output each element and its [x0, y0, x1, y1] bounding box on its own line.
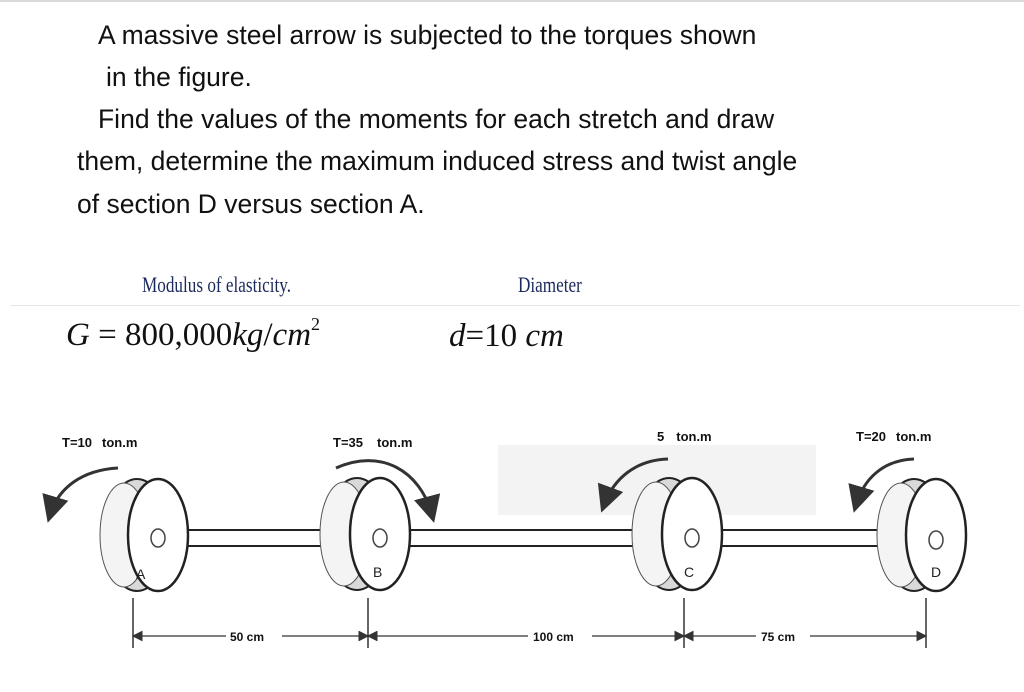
- torque-value-a: 10: [78, 435, 92, 450]
- diameter-formula: d=10 cm: [449, 318, 564, 355]
- disk-a: [99, 477, 190, 593]
- modulus-symbol: G: [66, 317, 90, 353]
- diameter-label: Diameter: [518, 272, 582, 297]
- torque-arrow-a: [42, 466, 119, 523]
- disk-b: [319, 476, 412, 592]
- torque-value-b: 35: [349, 435, 363, 450]
- modulus-value: 800,000: [124, 317, 233, 353]
- problem-line-4: them, determine the maximum induced stre…: [77, 146, 798, 176]
- torque-label-d: T=20 ton.m: [856, 429, 931, 444]
- fraction-slash: /: [263, 317, 273, 353]
- torque-value-d: 20: [872, 429, 886, 444]
- disk-c: [631, 476, 724, 592]
- modulus-formula: G = 800,000kg/cm2: [66, 314, 320, 354]
- torque-unit-c: ton.m: [676, 429, 711, 444]
- torque-prefix-b: T: [333, 435, 341, 450]
- modulus-label: Modulus of elasticity.: [142, 272, 292, 297]
- torque-prefix-a: T: [62, 435, 70, 450]
- torque-unit-d: ton.m: [896, 429, 931, 444]
- diameter-value: =10: [465, 318, 518, 354]
- torque-eq-a: =: [70, 435, 78, 450]
- modulus-unit-area: cm: [272, 317, 312, 353]
- torque-eq-b: =: [341, 435, 349, 450]
- section-label-c: C: [684, 564, 694, 580]
- torque-prefix-d: T: [856, 429, 864, 444]
- problem-line-1: A massive steel arrow is subjected to th…: [98, 20, 757, 50]
- shaft: [139, 529, 941, 547]
- modulus-unit-mass: kg: [232, 317, 264, 353]
- torque-arrow-d: [848, 457, 915, 513]
- section-label-d: D: [931, 564, 941, 580]
- span-label-bc: 100 cm: [533, 630, 574, 644]
- section-divider: [10, 305, 1020, 306]
- torque-arrow-c: [597, 457, 669, 513]
- torque-label-b: T=35 ton.m: [333, 435, 412, 450]
- top-divider: [0, 0, 1024, 2]
- torque-unit-a: ton.m: [102, 435, 137, 450]
- span-label-cd: 75 cm: [761, 630, 795, 644]
- span-label-ab: 50 cm: [230, 630, 264, 644]
- diameter-unit: cm: [525, 318, 564, 354]
- torque-unit-b: ton.m: [377, 435, 412, 450]
- torque-label-a: T=10 ton.m: [62, 435, 137, 450]
- torque-label-c: 5 ton.m: [657, 429, 712, 444]
- torque-eq-d: =: [864, 429, 872, 444]
- problem-line-3: Find the values of the moments for each …: [98, 104, 775, 134]
- modulus-equals: =: [89, 317, 125, 353]
- section-label-b: B: [373, 564, 382, 580]
- diameter-symbol: d: [449, 318, 466, 354]
- torque-value-c: 5: [657, 429, 664, 444]
- problem-line-2: in the figure.: [106, 62, 252, 92]
- problem-line-5: of section D versus section A.: [77, 189, 425, 219]
- modulus-exponent: 2: [311, 314, 321, 334]
- torque-arrow-b: [335, 459, 441, 523]
- section-label-a: A: [136, 566, 146, 582]
- disk-d: [876, 477, 968, 593]
